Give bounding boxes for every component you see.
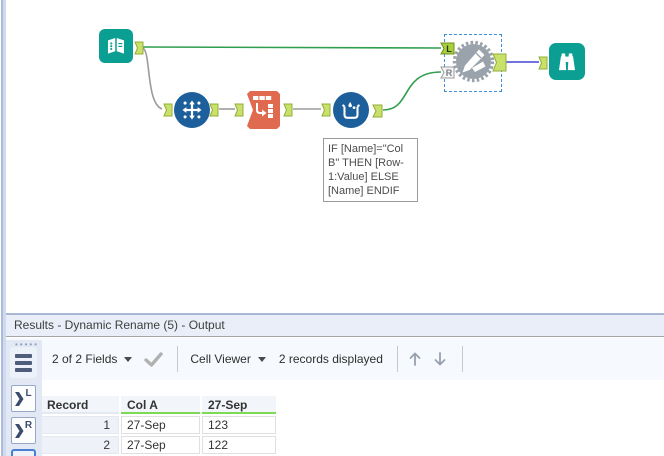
record-number-cell[interactable]: 2: [41, 436, 119, 454]
results-panel: Results - Dynamic Rename (5) - Output 2 …: [6, 313, 664, 456]
binoculars-icon: [558, 52, 576, 70]
browse-input-anchor[interactable]: [538, 56, 548, 70]
wire-formula-to-dynrename-R[interactable]: [382, 71, 442, 111]
dynamic-rename-tool[interactable]: [452, 40, 495, 83]
results-toolbar: 2 of 2 Fields Cell Viewer 2 records disp…: [6, 338, 664, 380]
down-arrow-button[interactable]: [432, 350, 448, 368]
records-displayed-status: 2 records displayed: [278, 352, 383, 366]
wire-input-to-transpose[interactable]: [142, 47, 163, 110]
workflow-canvas[interactable]: IF [Name]="Col B" THEN [Row- 1:Value] EL…: [0, 0, 664, 313]
input-output-anchor[interactable]: [134, 41, 144, 55]
data-cell[interactable]: 27-Sep: [121, 436, 200, 454]
open-book-icon: [107, 37, 125, 54]
browse-tool[interactable]: [549, 43, 585, 80]
four-way-arrows-icon: [182, 100, 202, 120]
chevron-band-icon: [14, 423, 24, 438]
cell-viewer-caret[interactable]: [257, 356, 266, 362]
toolbar-divider: [177, 346, 179, 372]
record-number-cell[interactable]: 1: [41, 416, 119, 434]
column-header-27-sep[interactable]: 27-Sep: [202, 396, 276, 414]
anchor-R-label: R: [446, 68, 453, 78]
connection-wires: [142, 46, 539, 111]
gear-pencil-icon: [452, 40, 495, 83]
results-sidebar: ••••• L R: [6, 340, 42, 456]
anchor-L-label: L: [446, 44, 452, 54]
dynrename-output-anchor[interactable]: [492, 53, 507, 72]
fields-dropdown-caret[interactable]: [124, 356, 133, 362]
up-arrow-button[interactable]: [407, 350, 423, 368]
cross-tab-tool[interactable]: [247, 91, 280, 129]
crosstab-output-anchor[interactable]: [283, 103, 293, 117]
table-row: 1 27-Sep 123: [41, 416, 276, 434]
formula-tool[interactable]: [333, 92, 369, 128]
results-panel-title: Results - Dynamic Rename (5) - Output: [6, 315, 664, 337]
formula-annotation[interactable]: IF [Name]="Col B" THEN [Row- 1:Value] EL…: [323, 138, 418, 202]
dynrename-L-anchor[interactable]: L: [440, 42, 455, 55]
data-cell[interactable]: 122: [202, 436, 276, 454]
crosstab-input-anchor[interactable]: [234, 103, 244, 117]
transpose-output-anchor[interactable]: [209, 103, 219, 117]
formula-output-anchor[interactable]: [372, 104, 383, 118]
left-view-label: L: [25, 388, 32, 399]
bars-icon: [15, 353, 32, 358]
results-data-grid: Record Col A 27-Sep 1 27-Sep 123 2 27-Se…: [39, 394, 278, 456]
dynrename-R-anchor[interactable]: R: [440, 66, 455, 79]
cell-viewer-button[interactable]: Cell Viewer: [190, 352, 251, 366]
grid-config-button[interactable]: [10, 347, 37, 378]
apply-checkmark-icon[interactable]: [144, 351, 164, 367]
window-left-edge: [0, 0, 6, 456]
output-view-button-selected[interactable]: [11, 449, 36, 456]
formula-input-anchor[interactable]: [321, 103, 331, 117]
fields-selector[interactable]: 2 of 2 Fields: [52, 352, 118, 366]
transpose-input-anchor[interactable]: [163, 103, 173, 117]
crucible-drops-icon: [341, 101, 361, 119]
column-header-record[interactable]: Record: [41, 396, 119, 414]
column-header-col-a[interactable]: Col A: [121, 396, 200, 414]
input-data-tool[interactable]: [99, 29, 133, 63]
data-cell[interactable]: 27-Sep: [121, 416, 200, 434]
table-row: 2 27-Sep 122: [41, 436, 276, 454]
toolbar-divider: [461, 346, 463, 372]
left-input-view-button[interactable]: L: [11, 385, 36, 412]
right-view-label: R: [24, 420, 33, 431]
cross-tab-icon: [247, 91, 280, 129]
grip-dots: •••••: [15, 340, 40, 349]
wire-input-to-dynrename-L[interactable]: [142, 46, 442, 49]
toolbar-divider: [396, 346, 398, 372]
data-cell[interactable]: 123: [202, 416, 276, 434]
chevron-band-icon: [15, 391, 24, 406]
transpose-tool[interactable]: [174, 92, 210, 128]
right-input-view-button[interactable]: R: [11, 417, 36, 444]
